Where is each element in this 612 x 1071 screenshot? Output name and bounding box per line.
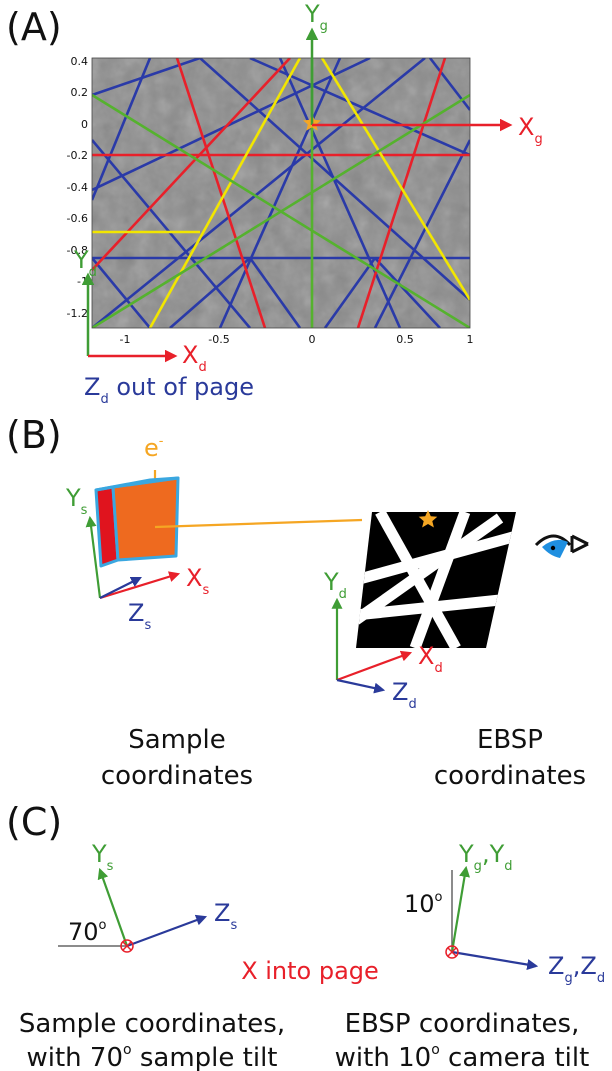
- ebsp-detector-screen: [356, 510, 516, 648]
- yg-axis-label: Yg: [304, 0, 328, 34]
- band-line: [92, 58, 426, 328]
- band-line: [92, 58, 371, 192]
- band-line: [169, 257, 251, 328]
- zd-note: Zd out of page: [84, 373, 254, 407]
- sample-front-face: [111, 476, 180, 562]
- band-line: [92, 58, 152, 201]
- band-line: [248, 257, 302, 328]
- camera-tilt-angle: 10o: [404, 890, 443, 918]
- zs-axis-label: Zs: [128, 599, 151, 633]
- ys-axis-arrow-c: [97, 867, 129, 947]
- sample-tilt-angle: 70o: [68, 918, 107, 946]
- band-line: [278, 58, 402, 328]
- ebsp-caption-line2: coordinates: [434, 761, 586, 791]
- camera-tilt-caption-line1: EBSP coordinates,: [345, 1009, 580, 1039]
- yd-axis-label-b: Yd: [323, 568, 347, 602]
- band-line: [148, 58, 302, 328]
- band-line: [374, 257, 441, 328]
- x-tick-labels: -1 -0.5 0 0.5 1: [120, 333, 474, 346]
- electron-beam-label: e-: [144, 434, 164, 462]
- band-line: [175, 58, 267, 328]
- xs-axis-label: Xs: [186, 564, 209, 598]
- plot-frame: [91, 57, 471, 329]
- xd-axis-label: Xd: [182, 341, 207, 375]
- eye-icon: [534, 534, 589, 558]
- yd-axis-label: Yd: [73, 246, 97, 280]
- y-tick-label: -0.2: [67, 149, 88, 162]
- x-into-page-icon: [445, 945, 459, 959]
- diffraction-path: [154, 518, 363, 529]
- panel-b-label: (B): [6, 413, 62, 457]
- yg-yd-axis-label: Yg,Yd: [458, 840, 513, 874]
- ys-axis-label: Ys: [65, 484, 88, 518]
- ebsp-pattern-plot: [91, 57, 471, 329]
- band-line: [320, 58, 470, 301]
- panel-a-label: (A): [6, 5, 62, 49]
- band-line: [92, 58, 201, 97]
- zd-axis-arrow-b: [336, 678, 386, 694]
- y-tick-label: -0.8: [67, 244, 88, 257]
- detector-band: [356, 513, 504, 625]
- detector-bands: [356, 512, 516, 648]
- zg-zd-axis-label: Zg,Zd: [548, 952, 605, 986]
- zs-axis-arrow: [99, 577, 142, 599]
- y-tick-label: 0: [81, 118, 88, 131]
- ebsp-caption-line1: EBSP: [477, 725, 543, 755]
- x-tick-label: -0.5: [208, 333, 229, 346]
- pattern-center-star: [418, 510, 438, 528]
- xg-axis-label: Xg: [518, 113, 543, 147]
- band-line: [428, 58, 470, 111]
- detector-band: [409, 512, 471, 648]
- sample-tilt-caption-line2: with 70o sample tilt: [27, 1042, 278, 1071]
- sample-tilt-caption-line1: Sample coordinates,: [19, 1009, 285, 1039]
- band-line: [92, 257, 152, 328]
- y-tick-label: -1: [77, 275, 88, 288]
- x-tick-label: 1: [467, 333, 474, 346]
- band-line: [373, 139, 470, 328]
- y-tick-label: 0.4: [71, 55, 89, 68]
- band-line: [356, 58, 447, 328]
- band-line: [92, 58, 291, 271]
- x-into-page-icon: [120, 939, 134, 953]
- xd-axis-label-b: Xd: [418, 642, 443, 676]
- sample-caption-line1: Sample: [128, 725, 226, 755]
- zg-zd-axis-arrow: [451, 950, 539, 970]
- zs-axis-label-c: Zs: [214, 899, 237, 933]
- zd-axis-label-b: Zd: [392, 678, 417, 712]
- sample-caption-line2: coordinates: [101, 761, 253, 791]
- yg-yd-axis-arrow: [450, 865, 470, 953]
- ys-axis-label-c: Ys: [91, 840, 114, 874]
- band-line: [92, 139, 251, 328]
- x-tick-label: -1: [120, 333, 131, 346]
- y-tick-label: -0.4: [67, 181, 88, 194]
- y-tick-label: 0.2: [71, 86, 89, 99]
- sample-block: [94, 476, 180, 568]
- ys-axis-arrow: [85, 515, 102, 599]
- y-tick-labels: 0.4 0.2 0 -0.2 -0.4 -0.6 -0.8 -1 -1.2: [67, 55, 88, 320]
- y-tick-label: -1.2: [67, 307, 88, 320]
- x-tick-label: 0: [309, 333, 316, 346]
- camera-tilt-caption-line2: with 10o camera tilt: [335, 1042, 590, 1071]
- x-into-page-note: X into page: [241, 957, 379, 985]
- zs-axis-arrow-c: [126, 914, 208, 948]
- band-line: [92, 93, 470, 328]
- panel-c-label: (C): [6, 800, 62, 844]
- y-tick-label: -0.6: [67, 212, 88, 225]
- band-line: [218, 58, 342, 328]
- x-tick-label: 0.5: [396, 333, 414, 346]
- kikuchi-bands: [92, 58, 470, 328]
- xd-axis-arrow-b: [336, 650, 413, 682]
- band-line: [323, 257, 377, 328]
- sample-top-face: [94, 476, 180, 492]
